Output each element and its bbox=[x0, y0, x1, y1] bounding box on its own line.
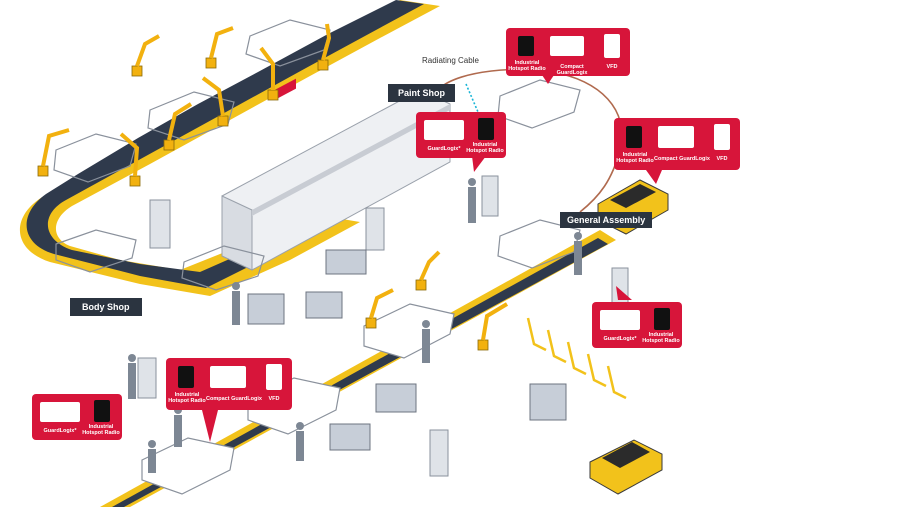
caption-vfd: VFD bbox=[268, 396, 280, 402]
label-radiating-cable: Radiating Cable bbox=[422, 56, 479, 65]
vfd-drive-icon bbox=[604, 34, 620, 58]
worker-icon bbox=[148, 440, 156, 473]
callout-right: Industrial Hotspot Radio Compact GuardLo… bbox=[614, 118, 740, 170]
car-icon bbox=[141, 437, 235, 495]
vfd-drive-icon bbox=[266, 364, 282, 390]
caption-radio: Industrial Hotspot Radio bbox=[508, 60, 546, 72]
radio-antenna-icon bbox=[518, 36, 534, 56]
vfd-drive-icon bbox=[714, 124, 730, 150]
robot-arm-icon bbox=[317, 23, 332, 71]
robot-arm-icon bbox=[477, 302, 509, 351]
caption-logix: Compact GuardLogix bbox=[556, 64, 588, 76]
label-paint-shop: Paint Shop bbox=[388, 84, 455, 102]
control-cabinet-icon bbox=[149, 199, 171, 249]
caption-radio: Industrial Hotspot Radio bbox=[466, 142, 504, 154]
caption-guardlogix: GuardLogix* bbox=[427, 146, 461, 152]
caption-vfd: VFD bbox=[606, 64, 618, 70]
wifi-link bbox=[465, 83, 479, 113]
radio-antenna-icon bbox=[94, 400, 110, 422]
worker-icon bbox=[574, 232, 582, 275]
control-cabinet-icon bbox=[429, 429, 449, 477]
plc-rack-icon bbox=[424, 120, 464, 140]
worker-icon bbox=[468, 178, 476, 223]
agv-cart-icon bbox=[589, 439, 663, 495]
car-body-icon bbox=[497, 79, 581, 129]
caption-guardlogix: GuardLogix* bbox=[43, 428, 77, 434]
robot-arm-icon bbox=[163, 102, 193, 151]
caption-radio: Industrial Hotspot Radio bbox=[82, 424, 120, 436]
caption-radio: Industrial Hotspot Radio bbox=[616, 152, 654, 164]
radiating-cable bbox=[439, 68, 623, 213]
paint-shop-tunnel bbox=[221, 78, 451, 271]
plc-rack-icon bbox=[40, 402, 80, 422]
robot-arm-icon bbox=[119, 132, 141, 187]
car-body-icon bbox=[53, 133, 137, 183]
callout-bottom-left: GuardLogix* Industrial Hotspot Radio bbox=[32, 394, 122, 440]
callout-paint: GuardLogix* Industrial Hotspot Radio bbox=[416, 112, 506, 158]
robot-arm-icon bbox=[201, 76, 229, 127]
workers bbox=[128, 178, 582, 473]
worker-icon bbox=[296, 422, 304, 461]
caption-guardlogix: GuardLogix* bbox=[603, 336, 637, 342]
caption-radio: Industrial Hotspot Radio bbox=[642, 332, 680, 344]
plc-rack-icon bbox=[600, 310, 640, 330]
radio-antenna-icon bbox=[178, 366, 194, 388]
finished-cars bbox=[141, 303, 455, 495]
worker-icon bbox=[422, 320, 430, 363]
robot-arm-icon bbox=[365, 288, 394, 329]
worker-icon bbox=[232, 282, 240, 325]
caption-logix: Compact GuardLogix bbox=[206, 396, 262, 402]
plc-rack-icon bbox=[550, 36, 584, 56]
worker-icon bbox=[174, 406, 182, 447]
robot-arm-icon bbox=[415, 250, 441, 291]
skid-fixtures bbox=[526, 317, 627, 400]
robot-arm-icon bbox=[131, 34, 160, 77]
worker-icon bbox=[128, 354, 136, 399]
parts-racks bbox=[247, 249, 567, 451]
control-cabinets bbox=[137, 175, 629, 477]
radio-antenna-icon bbox=[626, 126, 642, 148]
robot-arm-icon bbox=[205, 26, 234, 69]
control-cabinet-icon bbox=[481, 175, 499, 217]
robot-arm-icon bbox=[259, 46, 279, 101]
control-cabinet-icon bbox=[365, 207, 385, 251]
car-body-icon bbox=[181, 245, 265, 291]
robot-arm-icon bbox=[37, 128, 70, 177]
plc-rack-icon bbox=[210, 366, 246, 388]
label-body-shop: Body Shop bbox=[70, 298, 142, 316]
radio-antenna-icon bbox=[478, 118, 494, 140]
final-assembly-conveyor bbox=[100, 230, 616, 507]
caption-logix: Compact GuardLogix bbox=[654, 156, 710, 162]
car-icon bbox=[363, 303, 455, 359]
control-cabinet-icon bbox=[137, 357, 157, 399]
callout-mid-right: GuardLogix* Industrial Hotspot Radio bbox=[592, 302, 682, 348]
radio-antenna-icon bbox=[654, 308, 670, 330]
callout-bottom-center: Industrial Hotspot Radio Compact GuardLo… bbox=[166, 358, 292, 410]
callout-top: Industrial Hotspot Radio Compact GuardLo… bbox=[506, 28, 630, 76]
label-general-assembly: General Assembly bbox=[560, 212, 653, 228]
plc-rack-icon bbox=[658, 126, 694, 148]
caption-radio: Industrial Hotspot Radio bbox=[168, 392, 206, 404]
car-body-icon bbox=[55, 229, 137, 273]
caption-vfd: VFD bbox=[716, 156, 728, 162]
robots bbox=[37, 23, 509, 351]
